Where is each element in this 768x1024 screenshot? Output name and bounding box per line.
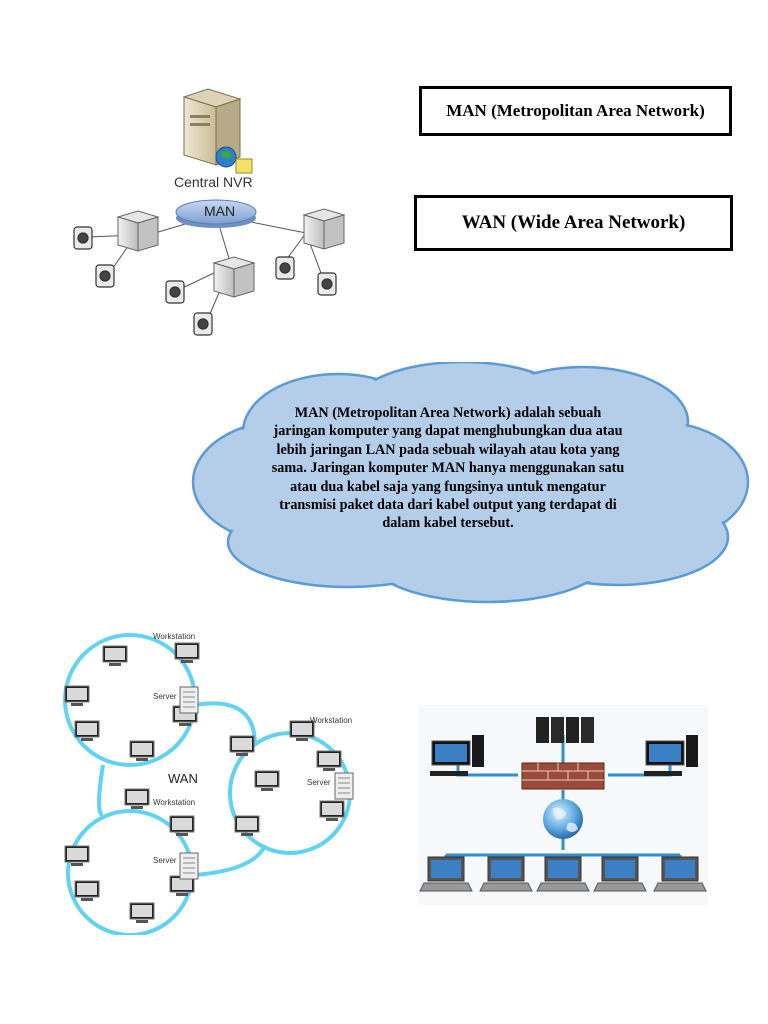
desktop-computer-icon xyxy=(644,735,698,776)
workstation-icon xyxy=(289,720,315,741)
man-description: MAN (Metropolitan Area Network) adalah s… xyxy=(271,405,625,532)
workstation-icon xyxy=(234,815,260,836)
workstation-label: Workstation xyxy=(153,632,195,641)
workstation-icon xyxy=(64,685,90,706)
server-label: Server xyxy=(153,856,177,865)
wan-ring-diagram: WAN Workstation Server Workstation Serve… xyxy=(63,632,354,935)
man-hub-label: MAN xyxy=(204,203,235,219)
workstation-icon xyxy=(169,815,195,836)
firewall-icon xyxy=(521,762,605,790)
wan-center-label: WAN xyxy=(168,771,198,786)
camera-icon xyxy=(95,264,115,288)
switch-icon xyxy=(116,210,160,252)
camera-icon xyxy=(317,272,337,296)
switch-icon xyxy=(302,208,346,250)
workstation-icon xyxy=(64,845,90,866)
laptop-icon xyxy=(419,856,473,892)
man-title: MAN (Metropolitan Area Network) xyxy=(446,101,705,120)
camera-icon xyxy=(275,256,295,280)
server-rack-icon xyxy=(536,717,594,743)
man-title-box: MAN (Metropolitan Area Network) xyxy=(419,86,732,136)
central-server-icon xyxy=(182,88,253,174)
workstation-icon xyxy=(129,740,155,761)
workstation-icon xyxy=(74,880,100,901)
desktop-computer-icon xyxy=(430,735,484,776)
workstation-icon xyxy=(229,735,255,756)
server-label: Server xyxy=(153,692,177,701)
camera-icon xyxy=(193,312,213,336)
camera-icon xyxy=(165,280,185,304)
laptop-icon xyxy=(479,856,533,892)
camera-icon xyxy=(73,226,93,250)
workstation-icon xyxy=(316,750,342,771)
globe-icon xyxy=(543,799,583,839)
workstation-icon xyxy=(169,875,195,896)
laptop-icon xyxy=(653,856,707,892)
man-network-diagram: Central NVR MAN xyxy=(73,88,346,336)
workstation-icon xyxy=(174,642,200,663)
wan-title-box: WAN (Wide Area Network) xyxy=(414,195,733,251)
wan-topology-illustration xyxy=(418,705,708,905)
server-label: Server xyxy=(307,778,331,787)
cloud-callout xyxy=(191,362,750,604)
workstation-icon xyxy=(74,720,100,741)
workstation-icon xyxy=(124,788,150,809)
laptop-icon xyxy=(593,856,647,892)
workstation-label: Workstation xyxy=(310,716,352,725)
workstation-icon xyxy=(102,645,128,666)
workstation-label: Workstation xyxy=(153,798,195,807)
laptop-icon xyxy=(536,856,590,892)
switch-icon xyxy=(212,256,256,298)
man-hub-disc xyxy=(175,199,257,228)
workstation-icon xyxy=(254,770,280,791)
workstation-icon xyxy=(129,902,155,923)
ring-computers xyxy=(64,642,354,923)
server-icon xyxy=(179,686,199,714)
wan-title: WAN (Wide Area Network) xyxy=(461,212,686,233)
server-icon xyxy=(179,852,199,880)
workstation-icon xyxy=(319,800,345,821)
server-icon xyxy=(334,772,354,800)
central-nvr-label: Central NVR xyxy=(174,174,253,190)
